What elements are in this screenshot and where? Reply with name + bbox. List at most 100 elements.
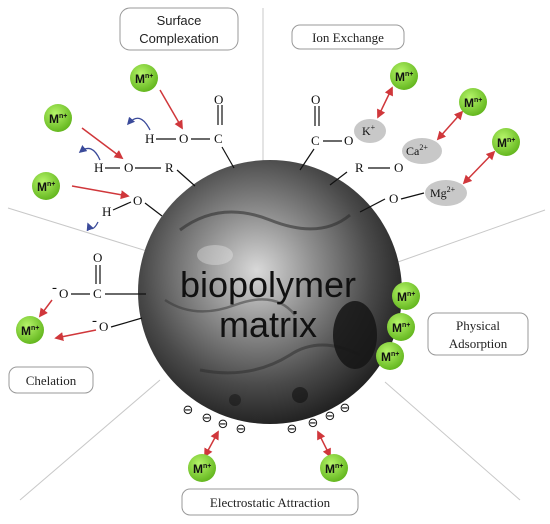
- proton-arrow-1: [126, 116, 151, 131]
- svg-text:Mn+: Mn+: [135, 72, 153, 86]
- arrow-complex-2: [81, 127, 124, 160]
- label-surface-complexation: Surface Complexation: [119, 7, 239, 51]
- metal-ion-10: Mn+: [16, 316, 44, 344]
- metal-ion-9-symbol: M: [381, 350, 391, 364]
- svg-text:Mn+: Mn+: [325, 462, 343, 476]
- chelation-groups: O C O - O -: [52, 250, 146, 334]
- arrow-exchange-1: [377, 86, 393, 119]
- metal-ion-2-symbol: M: [49, 112, 59, 126]
- metal-ion-1-charge: n+: [145, 73, 153, 80]
- interaction-arrows: [38, 86, 496, 458]
- arrow-complex-3: [71, 185, 130, 200]
- metal-ion-4-charge: n+: [405, 71, 413, 78]
- metal-ion-5-symbol: M: [464, 96, 474, 110]
- metal-ion-2-charge: n+: [59, 113, 67, 120]
- atom-o-7: O: [59, 286, 68, 301]
- cation-ca-symbol: Ca: [406, 144, 420, 158]
- metal-ion-11-symbol: M: [193, 462, 203, 476]
- metal-ion-6-charge: n+: [507, 137, 515, 144]
- atom-o-carbonyl-2: O: [311, 92, 320, 107]
- atom-o-carbonyl-1: O: [214, 92, 223, 107]
- metal-ion-4-symbol: M: [395, 70, 405, 84]
- metal-ion-3-symbol: M: [37, 180, 47, 194]
- neg-charge-1: -: [52, 280, 57, 296]
- neg-charge-circle-5: ⊖: [287, 421, 298, 436]
- svg-text:Mn+: Mn+: [21, 324, 39, 338]
- surface-complexation-line2: Complexation: [139, 31, 219, 46]
- atom-c-3: C: [93, 286, 102, 301]
- atom-o-carbonyl-3: O: [93, 250, 102, 265]
- atom-o-1: O: [179, 131, 188, 146]
- svg-text:Mn+: Mn+: [193, 462, 211, 476]
- neg-charge-circle-3: ⊖: [218, 416, 229, 431]
- metal-ions: Mn+ Mn+ Mn+ Mn+ Mn+ Mn+ Mn+ Mn+: [16, 62, 520, 482]
- svg-text:Mn+: Mn+: [381, 350, 399, 364]
- label-ion-exchange: Ion Exchange: [291, 24, 405, 50]
- metal-ion-2: Mn+: [44, 104, 72, 132]
- metal-ion-5-charge: n+: [474, 97, 482, 104]
- svg-text:Mg2+: Mg2+: [430, 185, 456, 200]
- metal-ion-1: Mn+: [130, 64, 158, 92]
- metal-ion-12: Mn+: [320, 454, 348, 482]
- surface-complexation-groups: O C O H H O R O H: [94, 92, 235, 219]
- center-label-line1: biopolymer: [180, 264, 356, 305]
- neg-charge-circle-4: ⊖: [236, 421, 247, 436]
- cation-ca-charge: 2+: [419, 143, 428, 152]
- atom-o-3: O: [133, 193, 142, 208]
- metal-ion-11: Mn+: [188, 454, 216, 482]
- svg-text:Mn+: Mn+: [397, 290, 415, 304]
- metal-ion-7-charge: n+: [407, 291, 415, 298]
- label-chelation: Chelation: [8, 366, 94, 394]
- label-electrostatic-attraction: Electrostatic Attraction: [181, 488, 359, 516]
- metal-ion-7: Mn+: [392, 282, 420, 310]
- svg-text:K+: K+: [362, 123, 376, 138]
- neg-charge-circle-6: ⊖: [308, 415, 319, 430]
- surface-negative-charges: ⊖ ⊖ ⊖ ⊖ ⊖ ⊖ ⊖ ⊖: [183, 400, 351, 436]
- metal-ion-12-symbol: M: [325, 462, 335, 476]
- divider-upper-left: [7, 207, 151, 253]
- svg-text:Mn+: Mn+: [464, 96, 482, 110]
- metal-ion-8-symbol: M: [392, 321, 402, 335]
- atom-c-2: C: [311, 133, 320, 148]
- center-label-line2: matrix: [219, 304, 317, 345]
- arrow-exchange-2: [436, 110, 464, 141]
- atom-o-8: O: [99, 319, 108, 334]
- atom-h-3: H: [102, 204, 111, 219]
- atom-c-1: C: [214, 131, 223, 146]
- metal-ion-9-charge: n+: [391, 351, 399, 358]
- cation-mg: Mg2+: [425, 180, 467, 206]
- metal-ion-7-symbol: M: [397, 290, 407, 304]
- arrow-exchange-3: [462, 150, 496, 185]
- ion-exchange-groups: O C O R O O: [299, 92, 425, 213]
- metal-ion-4: Mn+: [390, 62, 418, 90]
- arrow-chelation-2: [54, 329, 97, 342]
- metal-ion-3-charge: n+: [47, 181, 55, 188]
- neg-charge-circle-7: ⊖: [325, 408, 336, 423]
- arrow-electrostatic-1: [204, 430, 219, 458]
- divider-lower-left: [19, 379, 161, 501]
- cation-ca: Ca2+: [402, 138, 442, 164]
- metal-ion-6-symbol: M: [497, 136, 507, 150]
- chelation-text: Chelation: [26, 373, 77, 388]
- metal-ion-10-charge: n+: [31, 325, 39, 332]
- surface-complexation-line1: Surface: [157, 13, 202, 28]
- svg-text:Mn+: Mn+: [395, 70, 413, 84]
- neg-charge-circle-8: ⊖: [340, 400, 351, 415]
- arrow-chelation-1: [38, 299, 53, 318]
- metal-ion-8-charge: n+: [402, 322, 410, 329]
- svg-text:Mn+: Mn+: [49, 112, 67, 126]
- divider-upper-right: [397, 209, 546, 263]
- metal-ion-12-charge: n+: [335, 463, 343, 470]
- physical-adsorption-line2: Adsorption: [449, 336, 508, 351]
- divider-lower-right: [384, 381, 521, 501]
- atom-h-1: H: [145, 131, 154, 146]
- atom-r-2: R: [355, 160, 364, 175]
- svg-text:Mn+: Mn+: [392, 321, 410, 335]
- proton-arrow-2: [78, 145, 101, 161]
- metal-ion-3: Mn+: [32, 172, 60, 200]
- ion-exchange-text: Ion Exchange: [312, 30, 384, 45]
- atom-o-2: O: [124, 160, 133, 175]
- atom-o-5: O: [394, 160, 403, 175]
- metal-ion-6: Mn+: [492, 128, 520, 156]
